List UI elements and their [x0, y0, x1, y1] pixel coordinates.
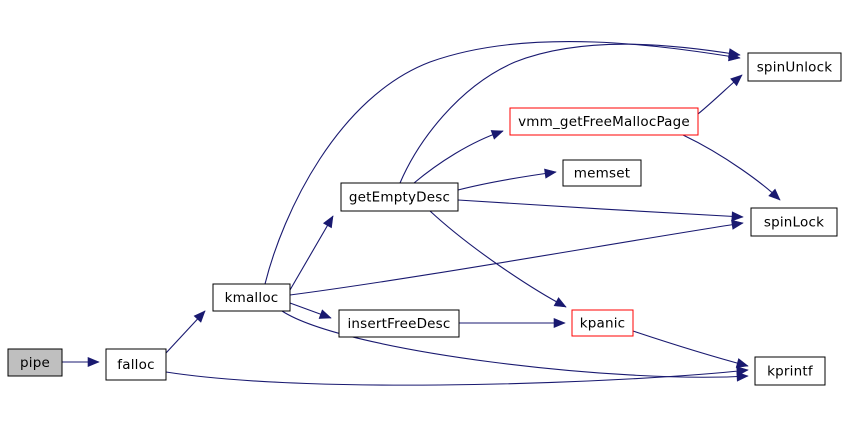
- graph-node-kprintf[interactable]: kprintf: [754, 356, 826, 386]
- arrowhead-icon: [553, 317, 566, 329]
- node-box[interactable]: [571, 309, 634, 337]
- graph-node-spinUnlock[interactable]: spinUnlock: [747, 52, 842, 82]
- graph-node-insertFreeDesc[interactable]: insertFreeDesc: [338, 309, 460, 338]
- edge-getEmptyDesc-to-kpanic: [429, 210, 567, 308]
- edge-line: [632, 330, 749, 367]
- edge-kmalloc-to-kprintf: [281, 310, 749, 382]
- edge-kmalloc-to-spinUnlock: [264, 41, 741, 285]
- edge-getEmptyDesc-to-spinLock: [457, 199, 744, 222]
- edge-kmalloc-to-getEmptyDesc: [289, 215, 334, 291]
- edge-line: [281, 310, 749, 378]
- node-label: vmm_getFreeMallocPage: [518, 114, 690, 130]
- graph-node-falloc[interactable]: falloc: [105, 348, 167, 381]
- node-label: spinUnlock: [757, 60, 833, 76]
- node-box[interactable]: [750, 207, 838, 237]
- edge-line: [682, 134, 781, 201]
- edge-line: [289, 222, 744, 296]
- graph-node-getEmptyDesc[interactable]: getEmptyDesc: [340, 182, 459, 212]
- node-label: kprintf: [767, 364, 814, 380]
- node-label: kpanic: [580, 316, 626, 332]
- edge-line: [289, 215, 334, 291]
- edge-kmalloc-to-spinLock: [289, 219, 744, 296]
- node-label: getEmptyDesc: [349, 190, 450, 206]
- nodes-layer: pipe falloc kmalloc getEmptyDesc insertFreeD…: [7, 52, 842, 386]
- node-box[interactable]: [338, 309, 460, 338]
- arrowhead-icon: [544, 168, 557, 179]
- edge-insertFreeDesc-to-kpanic: [459, 317, 566, 329]
- edge-line: [264, 41, 741, 285]
- node-box[interactable]: [509, 107, 699, 136]
- arrowhead-icon: [731, 219, 744, 230]
- edge-line: [457, 171, 557, 191]
- graph-node-kmalloc[interactable]: kmalloc: [212, 283, 291, 312]
- arrowhead-icon: [731, 211, 744, 222]
- edges-layer: [62, 41, 781, 386]
- edge-falloc-to-kprintf: [165, 366, 749, 386]
- graph-node-vmm_getFreeMallocPage[interactable]: vmm_getFreeMallocPage: [509, 107, 699, 136]
- edge-kpanic-to-kprintf: [632, 330, 749, 368]
- node-label: falloc: [117, 357, 154, 373]
- edge-falloc-to-kmalloc: [165, 310, 206, 354]
- node-box[interactable]: [105, 348, 167, 381]
- node-label: memset: [574, 166, 630, 182]
- arrowhead-icon: [318, 309, 332, 319]
- arrowhead-icon: [728, 48, 741, 59]
- edge-kmalloc-to-insertFreeDesc: [289, 302, 332, 319]
- node-box[interactable]: [747, 52, 842, 82]
- graph-node-spinLock[interactable]: spinLock: [750, 207, 838, 237]
- edge-getEmptyDesc-to-spinUnlock: [399, 43, 741, 184]
- arrowhead-icon: [730, 74, 743, 87]
- edge-line: [429, 210, 567, 308]
- edge-line: [165, 369, 749, 386]
- edge-getEmptyDesc-to-memset: [457, 168, 557, 191]
- node-box[interactable]: [340, 182, 459, 212]
- arrowhead-icon: [322, 215, 334, 229]
- arrowhead-icon: [553, 297, 567, 308]
- edge-vmm_getFreeMallocPage-to-spinUnlock: [697, 74, 743, 115]
- arrowhead-icon: [768, 188, 781, 201]
- node-label: insertFreeDesc: [347, 316, 450, 332]
- node-label: spinLock: [764, 215, 824, 231]
- graph-node-pipe[interactable]: pipe: [7, 348, 63, 377]
- node-box[interactable]: [212, 283, 291, 312]
- graph-node-kpanic[interactable]: kpanic: [571, 309, 634, 337]
- arrowhead-icon: [87, 356, 100, 368]
- node-box[interactable]: [562, 159, 642, 187]
- arrowhead-icon: [736, 371, 749, 382]
- arrowhead-icon: [490, 130, 504, 140]
- node-box[interactable]: [7, 348, 63, 377]
- graph-node-memset[interactable]: memset: [562, 159, 642, 187]
- edge-line: [399, 43, 741, 184]
- edge-pipe-to-falloc: [62, 356, 100, 368]
- edge-getEmptyDesc-to-vmm_getFreeMallocPage: [413, 130, 504, 184]
- edge-line: [413, 130, 504, 184]
- edge-vmm_getFreeMallocPage-to-spinLock: [682, 134, 781, 201]
- node-label: kmalloc: [225, 290, 279, 306]
- node-box[interactable]: [754, 356, 826, 386]
- edge-line: [457, 199, 744, 218]
- node-label: pipe: [20, 355, 50, 371]
- arrowhead-icon: [735, 358, 749, 368]
- arrowhead-icon: [193, 310, 206, 323]
